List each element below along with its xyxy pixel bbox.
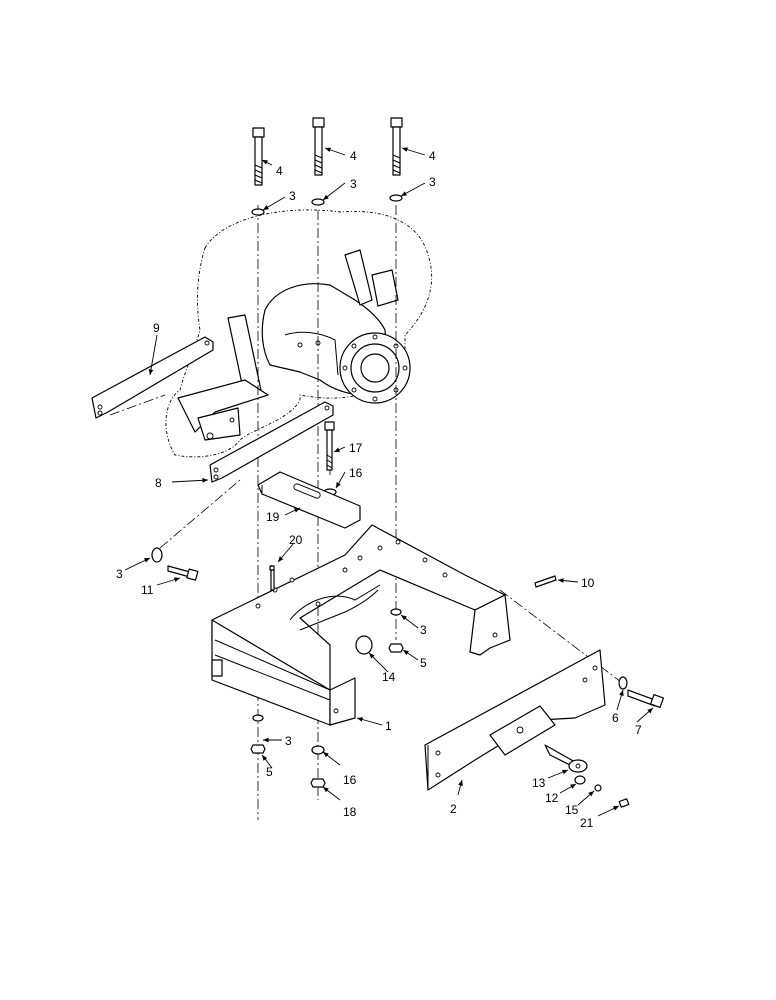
leader-arrowhead (647, 708, 653, 714)
leader-arrowhead (325, 147, 331, 153)
leader-arrowhead (402, 147, 408, 152)
callout-8: 8 (155, 476, 162, 490)
washer-12 (574, 775, 586, 785)
leader-arrowhead (278, 556, 284, 562)
callout-labels: 4 4 4 3 3 3 9 17 16 8 19 20 3 11 10 3 5 … (116, 149, 642, 830)
leader-arrowhead (401, 191, 407, 196)
leader-arrowhead (144, 558, 150, 563)
leader-arrowhead (263, 737, 269, 743)
centerline-g (499, 589, 626, 686)
callout-13: 13 (532, 776, 546, 790)
nut-5-center (388, 643, 404, 653)
callout-5-lower: 5 (266, 765, 273, 779)
strap-9 (91, 336, 214, 419)
leader-arrowhead (202, 477, 208, 483)
nut-18 (310, 778, 326, 788)
callout-18: 18 (343, 805, 357, 819)
leader-arrowhead (369, 653, 375, 659)
leader-arrowhead (613, 806, 619, 811)
leader-arrowhead (401, 615, 407, 621)
bolt-11 (167, 565, 199, 581)
callout-17: 17 (349, 441, 363, 455)
callout-1: 1 (385, 719, 392, 733)
leader-arrowhead (403, 650, 409, 656)
leader-arrowhead (262, 160, 268, 165)
callout-12: 12 (545, 791, 559, 805)
nut-5-lower (250, 744, 266, 754)
leader-arrowhead (334, 447, 340, 452)
callout-3-left: 3 (289, 189, 296, 203)
washer-3-left (151, 547, 163, 563)
leader-arrowhead (562, 769, 568, 775)
transmission-body (177, 249, 411, 441)
leader-arrowhead (294, 508, 300, 513)
washer-16-lower (311, 745, 325, 755)
callout-11: 11 (141, 583, 154, 597)
o-ring-14 (355, 635, 373, 655)
centerline-f (159, 479, 241, 549)
callout-19: 19 (266, 510, 280, 524)
callout-3-middle: 3 (350, 177, 357, 191)
callout-3-right: 3 (429, 175, 436, 189)
frame-holes (255, 539, 498, 714)
plate-19 (257, 471, 361, 529)
leader-arrowhead (458, 780, 463, 786)
bolt-21 (618, 798, 630, 808)
callout-10: 10 (581, 576, 595, 590)
leader-arrowhead (323, 194, 329, 200)
washer-15 (594, 784, 602, 792)
callout-4-middle: 4 (350, 149, 357, 163)
output-flange (339, 332, 411, 404)
strap-8 (209, 401, 334, 483)
leader-arrowhead (174, 577, 180, 582)
washer-3-lower (252, 714, 264, 722)
callout-4-right: 4 (429, 149, 436, 163)
bolt-4-middle (311, 117, 325, 206)
leader-arrowhead (262, 755, 268, 761)
callout-9: 9 (153, 321, 160, 335)
leader-arrowhead (148, 369, 154, 375)
leader-arrowhead (336, 482, 341, 488)
bolt-10 (534, 575, 557, 588)
bolt-4-right (389, 117, 403, 202)
callout-6: 6 (612, 711, 619, 725)
leader-arrowhead (588, 791, 594, 797)
callout-16-lower: 16 (343, 773, 357, 787)
callout-15: 15 (565, 803, 579, 817)
callout-3-frame-center: 3 (420, 623, 427, 637)
washer-3-center (390, 608, 402, 616)
pin-13 (544, 744, 588, 773)
callout-21: 21 (580, 816, 594, 830)
callout-14: 14 (382, 670, 396, 684)
leader-arrowhead (357, 717, 363, 722)
leader-arrowhead (323, 787, 329, 793)
callout-3-frame-left: 3 (116, 567, 123, 581)
callout-3-lower: 3 (285, 734, 292, 748)
callout-7: 7 (635, 723, 642, 737)
bolt-20 (269, 565, 275, 591)
leader-arrowhead (323, 752, 329, 758)
transmission-housing-outline (165, 209, 433, 458)
callout-2: 2 (450, 802, 457, 816)
bolt-4-left (251, 127, 265, 216)
frame-1 (211, 524, 511, 726)
leader-arrowhead (558, 578, 564, 583)
callout-20: 20 (289, 533, 303, 547)
callout-16-upper: 16 (349, 466, 363, 480)
leader-arrowhead (570, 784, 576, 789)
leader-arrowhead (263, 205, 269, 210)
bolt-7 (627, 689, 665, 709)
callout-5-center: 5 (420, 656, 427, 670)
centerline-h (109, 394, 166, 416)
front-beam-2 (424, 649, 606, 791)
callout-4-left: 4 (276, 164, 283, 178)
leader-arrowhead (619, 690, 624, 696)
bolt-17 (323, 421, 337, 496)
washer-6 (618, 676, 628, 690)
leader-lines (124, 147, 654, 817)
